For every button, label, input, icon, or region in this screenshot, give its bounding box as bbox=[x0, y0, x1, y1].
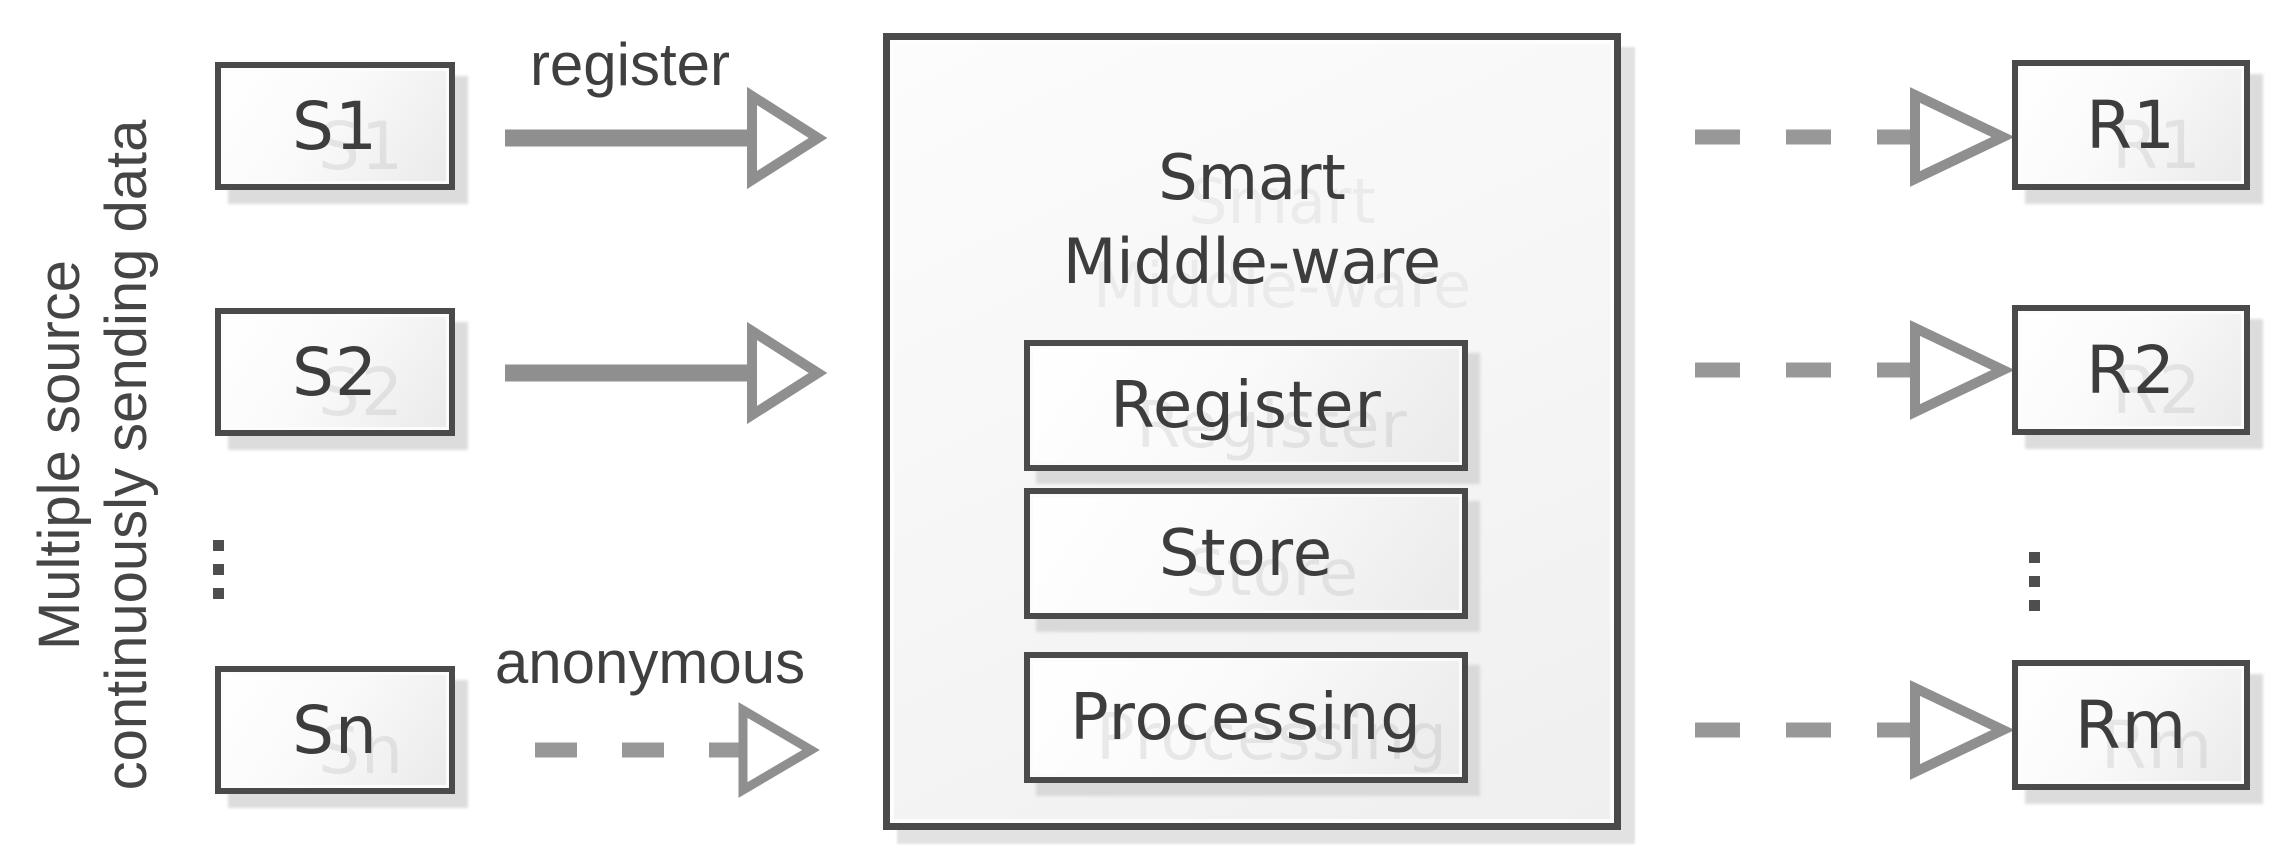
register-arrow bbox=[505, 86, 828, 190]
anonymous-arrow-label: anonymous bbox=[494, 629, 806, 696]
module-store-label: Store bbox=[1158, 516, 1334, 591]
module-register: Register bbox=[1024, 340, 1468, 471]
source-node-s2: S2 bbox=[215, 308, 455, 436]
source-node-sn-label: Sn bbox=[292, 691, 378, 769]
register-arrow-label: register bbox=[529, 31, 731, 98]
rm-arrow bbox=[1695, 680, 2015, 780]
ellipsis-dot bbox=[213, 588, 224, 599]
receivers-ellipsis-dots bbox=[2029, 552, 2040, 611]
module-store: Store bbox=[1024, 488, 1468, 619]
ellipsis-dot bbox=[2029, 576, 2040, 587]
ellipsis-dot bbox=[213, 564, 224, 575]
receiver-node-r2-label: R2 bbox=[2086, 331, 2176, 409]
receiver-node-rm: Rm bbox=[2012, 660, 2250, 790]
receiver-node-r1: R1 bbox=[2012, 60, 2250, 190]
r1-arrow bbox=[1695, 87, 2015, 187]
receiver-node-r1-label: R1 bbox=[2086, 86, 2176, 164]
module-processing-label: Processing bbox=[1070, 680, 1422, 755]
r2-arrow bbox=[1695, 320, 2015, 420]
source-node-s2-label: S2 bbox=[292, 333, 378, 411]
receiver-node-r2: R2 bbox=[2012, 305, 2250, 435]
middleware-title: Smart Middle-ware bbox=[890, 136, 1614, 303]
ellipsis-dot bbox=[2029, 600, 2040, 611]
ellipsis-dot bbox=[2029, 552, 2040, 563]
side-caption-line2: continuously sending data bbox=[94, 119, 160, 791]
s2-arrow bbox=[505, 321, 828, 425]
ellipsis-dot bbox=[213, 540, 224, 551]
sources-ellipsis-dots bbox=[213, 540, 224, 599]
middleware-title-line1: Smart bbox=[1158, 141, 1346, 214]
middleware-title-line2: Middle-ware bbox=[1062, 224, 1442, 298]
source-node-s1: S1 bbox=[215, 62, 455, 190]
middleware-box: Smart Middle-ware Register Store Process… bbox=[883, 33, 1621, 830]
receiver-node-rm-label: Rm bbox=[2074, 686, 2188, 764]
source-node-s1-label: S1 bbox=[292, 87, 378, 165]
source-node-sn: Sn bbox=[215, 666, 455, 794]
anonymous-arrow bbox=[535, 702, 820, 798]
side-caption: Multiple source continuously sending dat… bbox=[26, 75, 166, 835]
module-register-label: Register bbox=[1110, 368, 1382, 443]
module-processing: Processing bbox=[1024, 652, 1468, 783]
side-caption-line1: Multiple source bbox=[27, 259, 92, 651]
